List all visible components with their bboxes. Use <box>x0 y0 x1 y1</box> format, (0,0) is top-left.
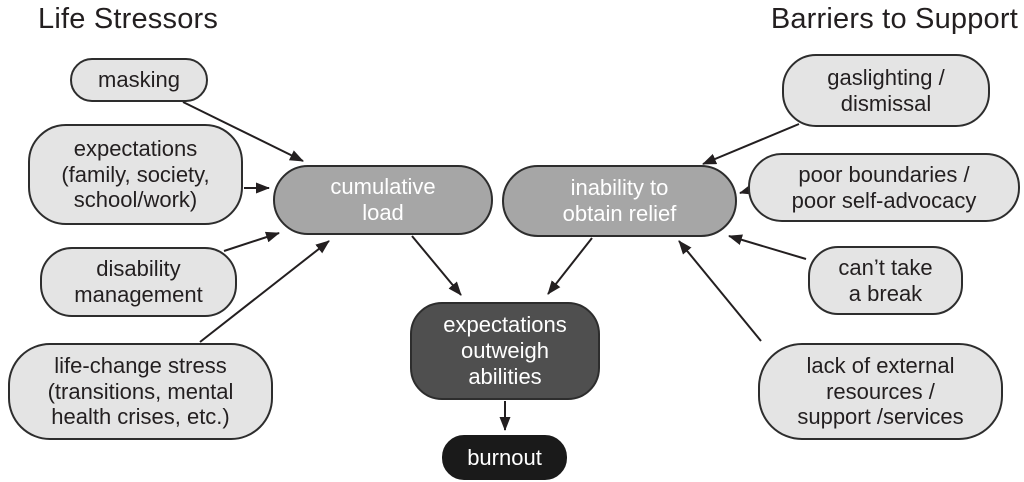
node-burnout: burnout <box>442 435 567 480</box>
heading-barriers-to-support: Barriers to Support <box>770 3 1018 35</box>
node-cant-take-a-break: can’t take a break <box>808 246 963 315</box>
node-masking: masking <box>70 58 208 102</box>
edge-cant-take-a-break-to-inability <box>728 234 807 260</box>
node-lack-of-external-resources: lack of external resources / support /se… <box>758 343 1003 440</box>
edge-lack-of-resources-to-inability <box>678 240 762 342</box>
node-life-change-stress: life-change stress (transitions, mental … <box>8 343 273 440</box>
edge-cumulative-load-to-outweigh <box>411 235 462 296</box>
node-expectations: expectations (family, society, school/wo… <box>28 124 243 225</box>
edge-inability-to-outweigh <box>547 237 593 295</box>
node-gaslighting-dismissal: gaslighting / dismissal <box>782 54 990 127</box>
node-poor-boundaries: poor boundaries / poor self-advocacy <box>748 153 1020 222</box>
edge-disability-management-to-cumulative-load <box>223 231 280 252</box>
node-cumulative-load: cumulative load <box>273 165 493 235</box>
node-inability-to-obtain-relief: inability to obtain relief <box>502 165 737 237</box>
node-disability-management: disability management <box>40 247 237 317</box>
node-expectations-outweigh-abilities: expectations outweigh abilities <box>410 302 600 400</box>
heading-life-stressors: Life Stressors <box>38 3 219 35</box>
